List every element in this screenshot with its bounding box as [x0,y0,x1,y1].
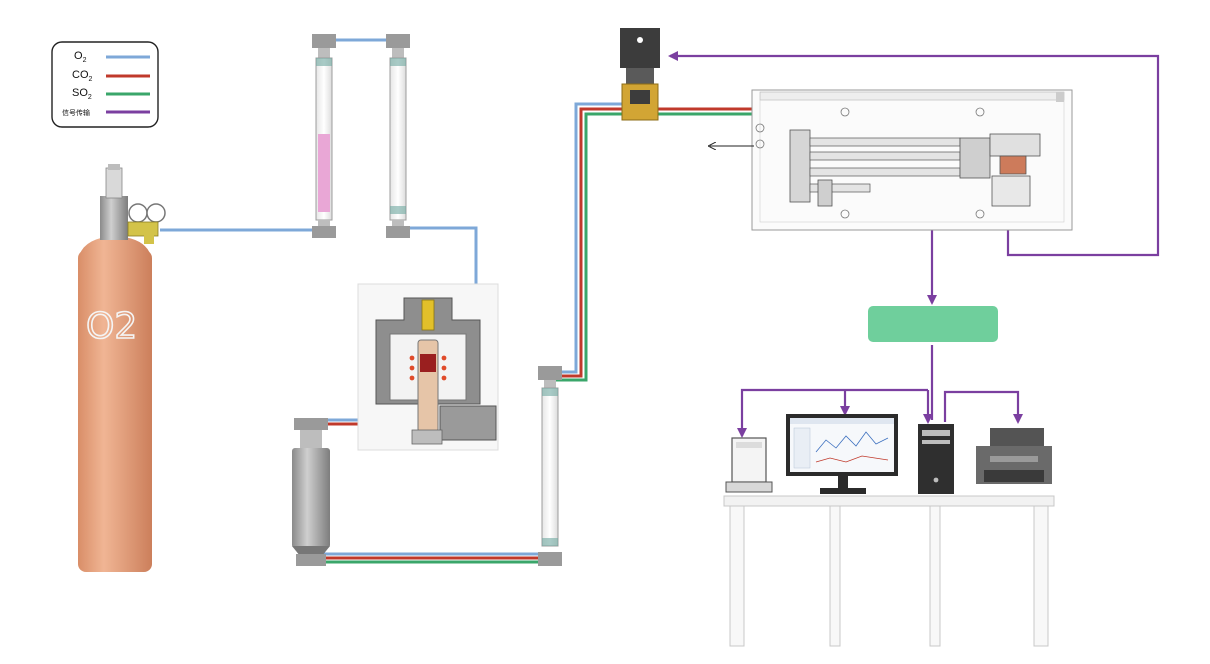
computer-monitor [786,414,898,494]
cylinder-neck [100,196,128,240]
svg-text:O2: O2 [74,50,87,64]
drying-column [538,366,562,566]
legend-label-o2: O [74,50,83,62]
furnace-heating-coil-icon [409,355,447,381]
legend-label-co2: CO [72,69,89,81]
cylinder-shoulder [78,236,152,262]
legend-sub-co2: 2 [89,76,93,83]
legend-item-signal: 信号传输 [62,108,150,117]
gas-analyzer [710,89,1073,231]
signal-processor [868,306,998,342]
legend-sub-o2: 2 [83,57,87,64]
cylinder-valve-top [105,167,123,199]
computer-tower [918,424,954,494]
printer [976,428,1052,484]
combustion-furnace [357,283,499,451]
furnace-crucible [417,339,439,433]
electronic-balance [725,437,773,493]
legend-item-co2: CO2 [72,69,150,83]
legend-label-so2: SO [72,87,88,99]
dust-filter [292,418,330,566]
solenoid-valve [620,28,660,121]
signal-analyzer-to-valve [668,51,1160,257]
legend-label-signal: 信号传输 [62,108,90,117]
signal-lines [668,51,1160,438]
so2-pipe-column-to-valve [556,112,624,382]
svg-text:SO2: SO2 [72,87,92,101]
flowmeter-left [312,34,336,238]
svg-text:CO2: CO2 [72,69,93,83]
o2-pipe-column-to-valve [556,102,624,374]
cylinder-body [78,250,152,572]
co2-pipe-column-to-valve [556,107,624,378]
legend: O2 CO2 SO2 信号传输 [51,41,159,128]
legend-item-o2: O2 [74,50,150,64]
furnace-sample-red [420,354,436,372]
signal-to-balance [737,388,928,438]
flowmeter-right [386,34,410,238]
signal-processor-box [868,306,998,342]
oxygen-cylinder: O2 [78,164,166,572]
flowmeter-float-pink [318,134,330,212]
legend-sub-so2: 2 [88,94,92,101]
cylinder-valve-cap [108,164,120,170]
signal-to-printer [943,390,1023,424]
legend-box [51,41,159,128]
legend-item-so2: SO2 [72,87,150,101]
regulator-gauge-icon [127,203,166,244]
cylinder-label: O2 [86,306,137,347]
furnace-lance-yellow [421,299,435,331]
computer-desk [723,495,1055,647]
